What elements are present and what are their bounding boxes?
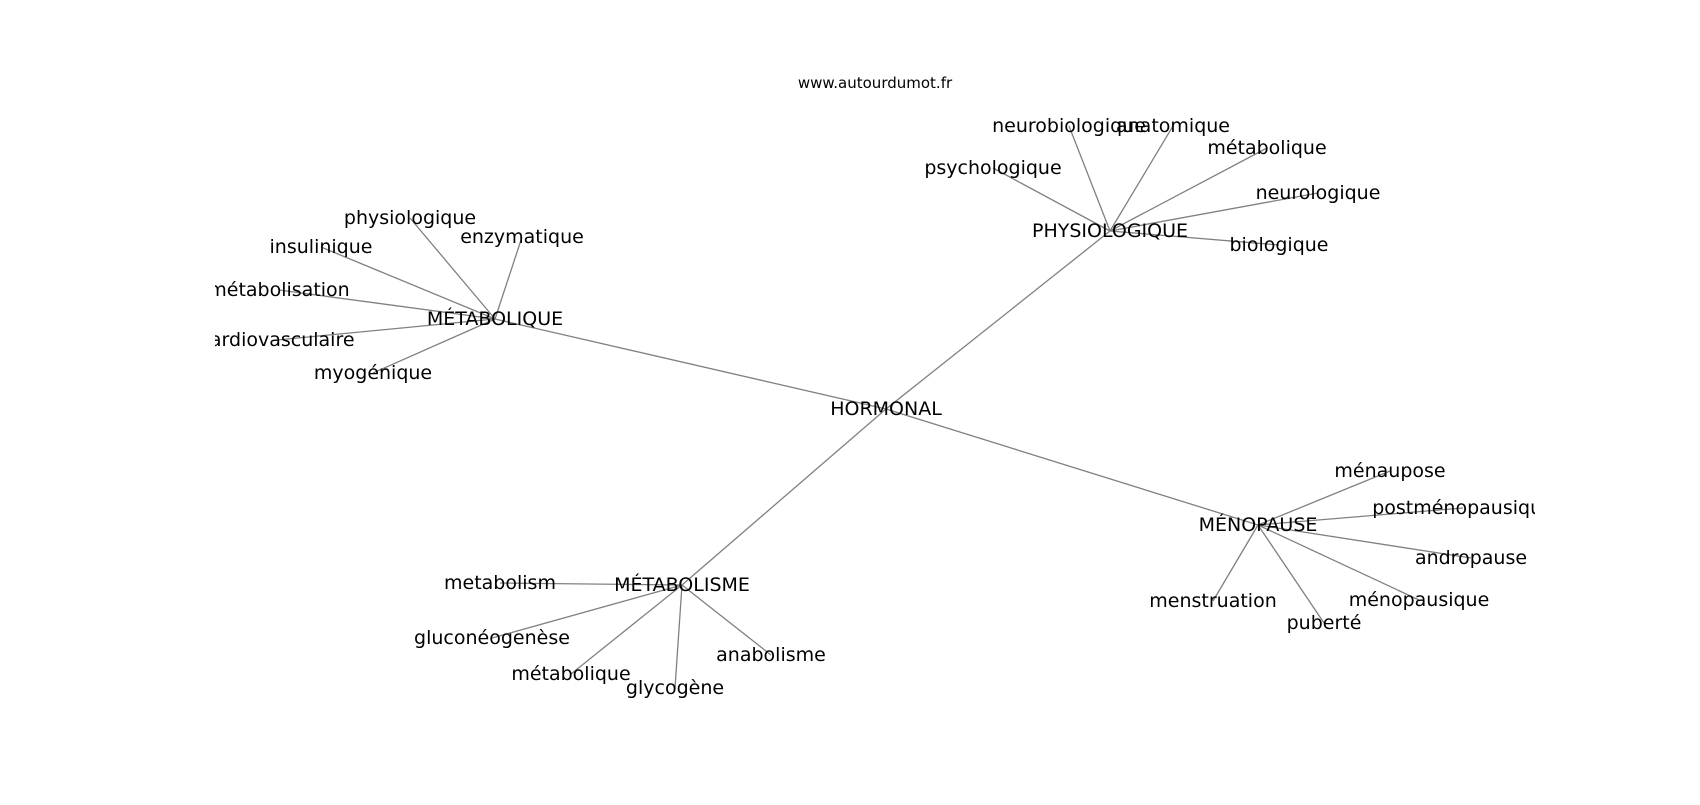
- leaf-node-label[interactable]: insulinique: [270, 236, 373, 258]
- leaf-node-label[interactable]: enzymatique: [460, 226, 584, 248]
- leaf-node-label[interactable]: cardiovasculaire: [199, 329, 355, 351]
- graph-edge: [885, 408, 1259, 526]
- leaf-node-label[interactable]: neurobiologique: [992, 115, 1146, 137]
- cluster-node-label[interactable]: PHYSIOLOGIQUE: [1032, 220, 1188, 242]
- graph-edge: [1109, 192, 1319, 232]
- graph-edge: [570, 584, 683, 675]
- leaf-node-label[interactable]: ménaupose: [1334, 460, 1445, 482]
- graph-edge: [1068, 125, 1111, 232]
- graph-edge: [674, 584, 683, 689]
- cluster-node-label[interactable]: MÉTABOLIQUE: [427, 307, 563, 330]
- leaf-node-label[interactable]: metabolism: [444, 572, 556, 594]
- graph-edge: [494, 236, 523, 320]
- leaf-node-label[interactable]: postménopausique: [1372, 497, 1554, 519]
- graph-edge: [885, 230, 1111, 410]
- leaf-node-label[interactable]: métabolique: [511, 663, 630, 685]
- leaf-node-label[interactable]: glycogène: [626, 677, 724, 699]
- graph-edge: [1257, 524, 1420, 601]
- center-node-label[interactable]: HORMONAL: [830, 398, 942, 420]
- leaf-node-label[interactable]: menstruation: [1149, 590, 1276, 612]
- edges-layer: [276, 125, 1472, 689]
- graph-edge: [276, 318, 496, 341]
- source-watermark: www.autourdumot.fr: [798, 74, 953, 92]
- leaf-node-label[interactable]: myogénique: [314, 362, 432, 384]
- cluster-node-label[interactable]: MÉTABOLISME: [614, 573, 750, 596]
- graph-edge: [494, 318, 887, 410]
- leaf-node-label[interactable]: andropause: [1415, 547, 1527, 569]
- graph-edge: [1109, 147, 1268, 232]
- leaf-node-label[interactable]: puberté: [1287, 612, 1362, 634]
- leaf-node-label[interactable]: neurologique: [1256, 182, 1381, 204]
- graph-edge: [499, 582, 683, 586]
- leaf-node-label[interactable]: anabolisme: [716, 644, 826, 666]
- leaf-node-label[interactable]: ménopausique: [1349, 589, 1490, 611]
- graph-edge: [320, 246, 496, 320]
- leaf-node-label[interactable]: anatomique: [1116, 115, 1230, 137]
- graph-edge: [681, 408, 887, 586]
- graph-edge: [278, 289, 496, 320]
- graph-edge: [1257, 470, 1391, 526]
- leaf-node-label[interactable]: psychologique: [924, 157, 1061, 179]
- graph-edge: [1257, 524, 1325, 624]
- leaf-node-label[interactable]: métabolisation: [208, 279, 350, 301]
- leaf-node-label[interactable]: métabolique: [1207, 137, 1326, 159]
- leaf-node-label[interactable]: physiologique: [344, 207, 476, 229]
- graph-edge: [992, 167, 1111, 232]
- graph-edge: [1109, 230, 1280, 246]
- graph-edge: [491, 584, 683, 639]
- leaf-node-label[interactable]: biologique: [1230, 234, 1329, 256]
- labels-layer: HORMONAL MÉTABOLIQUE physiologiqueenzymati…: [199, 115, 1554, 699]
- graph-edge: [372, 318, 496, 374]
- cluster-node-label[interactable]: MÉNOPAUSE: [1199, 513, 1318, 536]
- graph-edge: [1257, 507, 1464, 526]
- graph-edge: [1212, 524, 1259, 602]
- graph-edge: [1109, 125, 1174, 232]
- graph-edge: [409, 217, 496, 320]
- graph-edge: [1257, 524, 1472, 559]
- graph-edge: [681, 584, 772, 656]
- leaf-node-label[interactable]: gluconéogenèse: [414, 627, 570, 649]
